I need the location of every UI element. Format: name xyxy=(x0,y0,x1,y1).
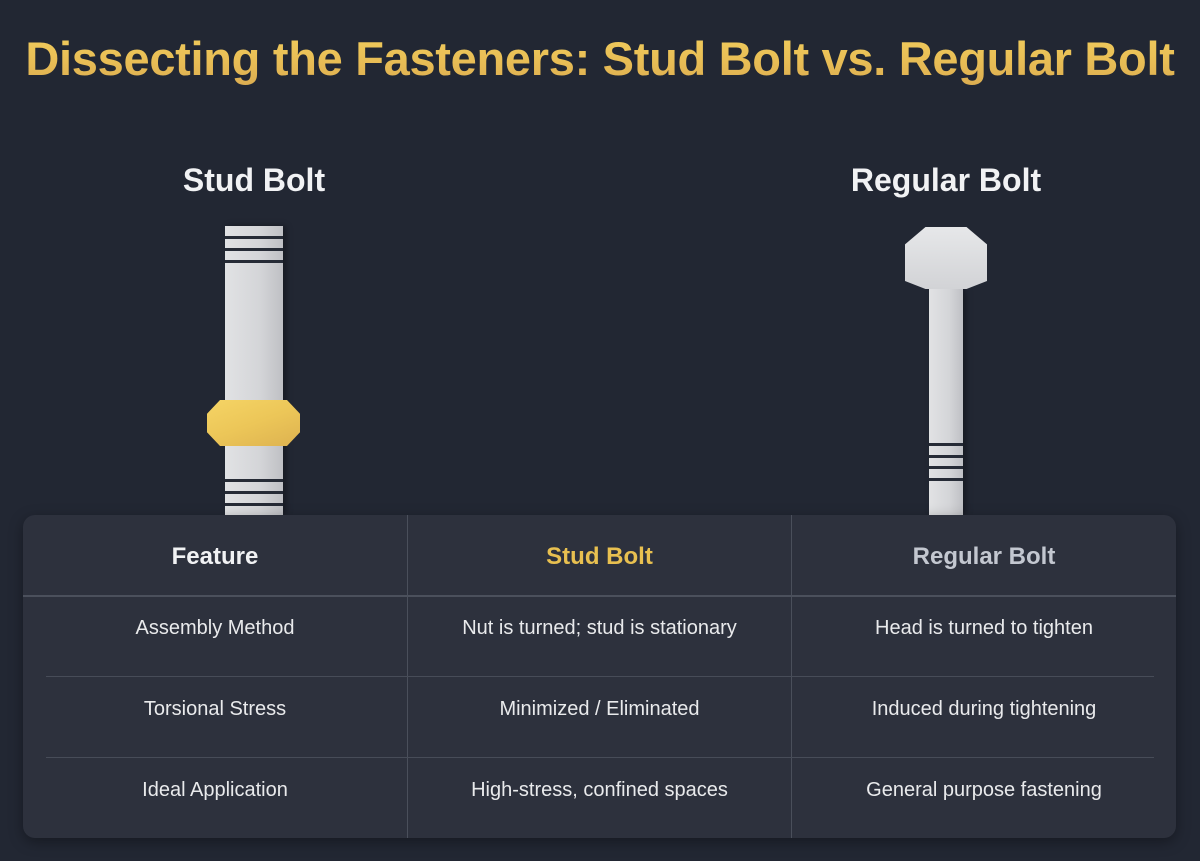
regular-bolt-label: Regular Bolt xyxy=(850,162,1042,198)
stud-bolt-cell: Minimized / Eliminated xyxy=(499,698,700,720)
hex-head-icon xyxy=(905,227,987,289)
regular-bolt-cell: Head is turned to tighten xyxy=(875,617,1093,639)
regular-bolt-cell: General purpose fastening xyxy=(866,779,1102,801)
row-divider xyxy=(46,757,1154,758)
page-title: Dissecting the Fasteners: Stud Bolt vs. … xyxy=(0,28,1200,90)
regular-bolt-shaft xyxy=(929,289,963,515)
thread-line xyxy=(225,260,283,263)
thread-line xyxy=(929,443,963,446)
thread-line xyxy=(225,479,283,482)
stud-shaft xyxy=(225,226,283,515)
feature-cell: Assembly Method xyxy=(135,617,295,639)
row-divider xyxy=(46,676,1154,677)
stud-bolt-label: Stud Bolt xyxy=(182,162,326,198)
stud-bolt-cell: High-stress, confined spaces xyxy=(471,779,728,801)
thread-line xyxy=(225,491,283,494)
stud-bolt-cell: Nut is turned; stud is stationary xyxy=(462,617,737,639)
header-feature: Feature xyxy=(171,543,259,570)
thread-line xyxy=(929,478,963,481)
comparison-table: Feature Stud Bolt Regular Bolt Assembly … xyxy=(23,515,1176,838)
thread-line xyxy=(225,236,283,239)
thread-line xyxy=(225,503,283,506)
header-divider xyxy=(23,595,1176,597)
header-stud-bolt: Stud Bolt xyxy=(546,543,653,570)
feature-cell: Torsional Stress xyxy=(143,698,287,720)
thread-line xyxy=(929,466,963,469)
nut-icon xyxy=(207,400,300,446)
thread-line xyxy=(929,455,963,458)
regular-bolt-cell: Induced during tightening xyxy=(871,698,1097,720)
thread-line xyxy=(225,248,283,251)
header-regular-bolt: Regular Bolt xyxy=(912,543,1056,570)
feature-cell: Ideal Application xyxy=(142,779,288,801)
